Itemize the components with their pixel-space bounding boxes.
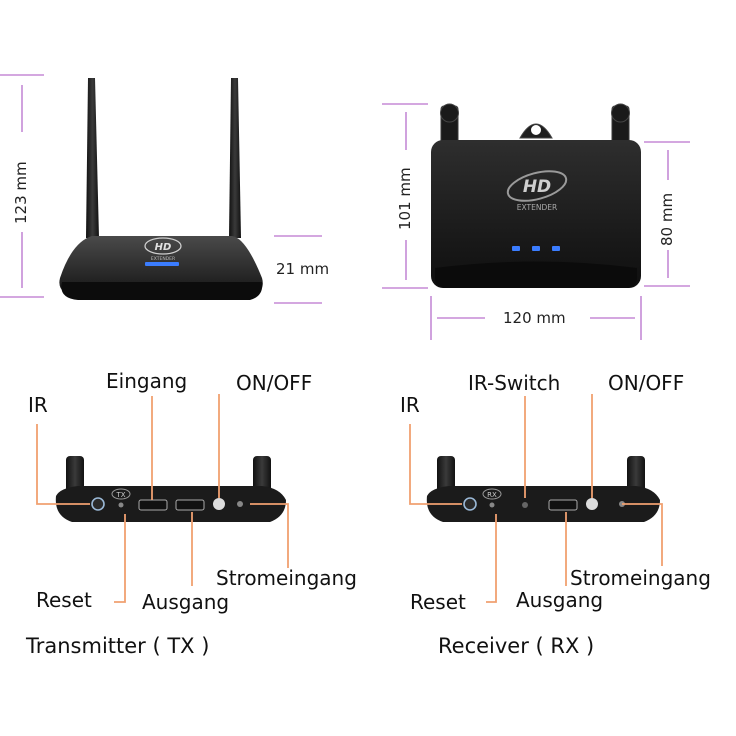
- tx-ir-label: IR: [28, 393, 48, 417]
- rx-ir-label: IR: [400, 393, 420, 417]
- rx-badge-text: RX: [487, 491, 497, 499]
- tx-antenna-left: [86, 78, 99, 238]
- rx-reset-label: Reset: [410, 590, 466, 614]
- tx-body-edge: [61, 282, 263, 300]
- rx-body: [431, 140, 641, 288]
- rx-power-in-label: Stromeingang: [570, 566, 711, 590]
- rx-ir-port: [463, 497, 477, 511]
- tx-depth-dimension: [274, 235, 322, 304]
- tx-callouts: [36, 394, 289, 603]
- rx-output-label: Ausgang: [516, 588, 604, 612]
- rx-hdmi-out-port: [548, 499, 578, 511]
- rx-led-2: [532, 246, 540, 251]
- tx-badge-text: TX: [115, 491, 125, 499]
- rx-power-switch: [586, 498, 598, 510]
- rx-height-label: 101 mm: [396, 167, 414, 230]
- tx-device-front: HD EXTENDER: [59, 78, 263, 300]
- tx-antenna-right: [229, 78, 241, 238]
- rx-width-dimension: [430, 296, 642, 340]
- rx-logo-mark: HD: [523, 177, 551, 197]
- tx-height-label: 123 mm: [12, 161, 30, 224]
- tx-reset-label: Reset: [36, 588, 92, 612]
- hd-logo-icon: HD EXTENDER: [144, 237, 182, 262]
- tx-logo-mark: HD: [155, 242, 172, 253]
- rx-antenna-right-joint: [611, 103, 630, 123]
- rx-back-body: [426, 486, 660, 522]
- rx-logo-text: EXTENDER: [517, 203, 557, 212]
- tx-hdmi-in-port: [138, 499, 168, 511]
- tx-caption: Transmitter ( TX ): [26, 634, 210, 658]
- tx-ir-port: [91, 497, 105, 511]
- rx-callouts: [409, 394, 663, 603]
- tx-power-switch-label: ON/OFF: [236, 371, 313, 395]
- rx-height-dimension: [382, 103, 428, 289]
- rx-led-1: [512, 246, 520, 251]
- rx-width-label: 120 mm: [503, 309, 566, 327]
- tx-power-switch: [213, 498, 225, 510]
- rx-body-bottom: [435, 261, 637, 288]
- tx-height-dimension: [0, 74, 44, 298]
- rx-caption: Receiver ( RX ): [438, 634, 595, 658]
- rx-reset-port: [489, 502, 495, 508]
- tx-hdmi-out-port: [175, 499, 205, 511]
- tx-input-label: Eingang: [106, 369, 188, 393]
- tx-output-label: Ausgang: [142, 590, 230, 614]
- tx-depth-label: 21 mm: [276, 260, 330, 278]
- rx-antenna-left-joint: [440, 103, 459, 123]
- tx-power-in-label: Stromeingang: [216, 566, 357, 590]
- hd-logo-icon: HD EXTENDER: [506, 170, 568, 212]
- rx-device-back: RX: [426, 456, 660, 522]
- rx-power-switch-label: ON/OFF: [608, 371, 685, 395]
- rx-badge-shape: [482, 488, 502, 500]
- tx-led-strip: [145, 262, 179, 266]
- rx-led-3: [552, 246, 560, 251]
- tx-device-back: TX: [55, 456, 286, 522]
- rx-ir-switch-port: [522, 502, 528, 508]
- tx-logo-text: EXTENDER: [151, 256, 175, 262]
- tx-badge-shape: [111, 488, 131, 500]
- rx-ir-switch-label: IR-Switch: [468, 371, 561, 395]
- tx-reset-port: [118, 502, 124, 508]
- tx-dc-port: [237, 501, 243, 507]
- rx-mount-hole: [531, 125, 541, 135]
- rx-side-dimension: [644, 141, 690, 287]
- tx-back-body: [55, 486, 286, 522]
- rx-side-height-label: 80 mm: [658, 192, 676, 246]
- rx-device-top: HD EXTENDER: [431, 103, 641, 288]
